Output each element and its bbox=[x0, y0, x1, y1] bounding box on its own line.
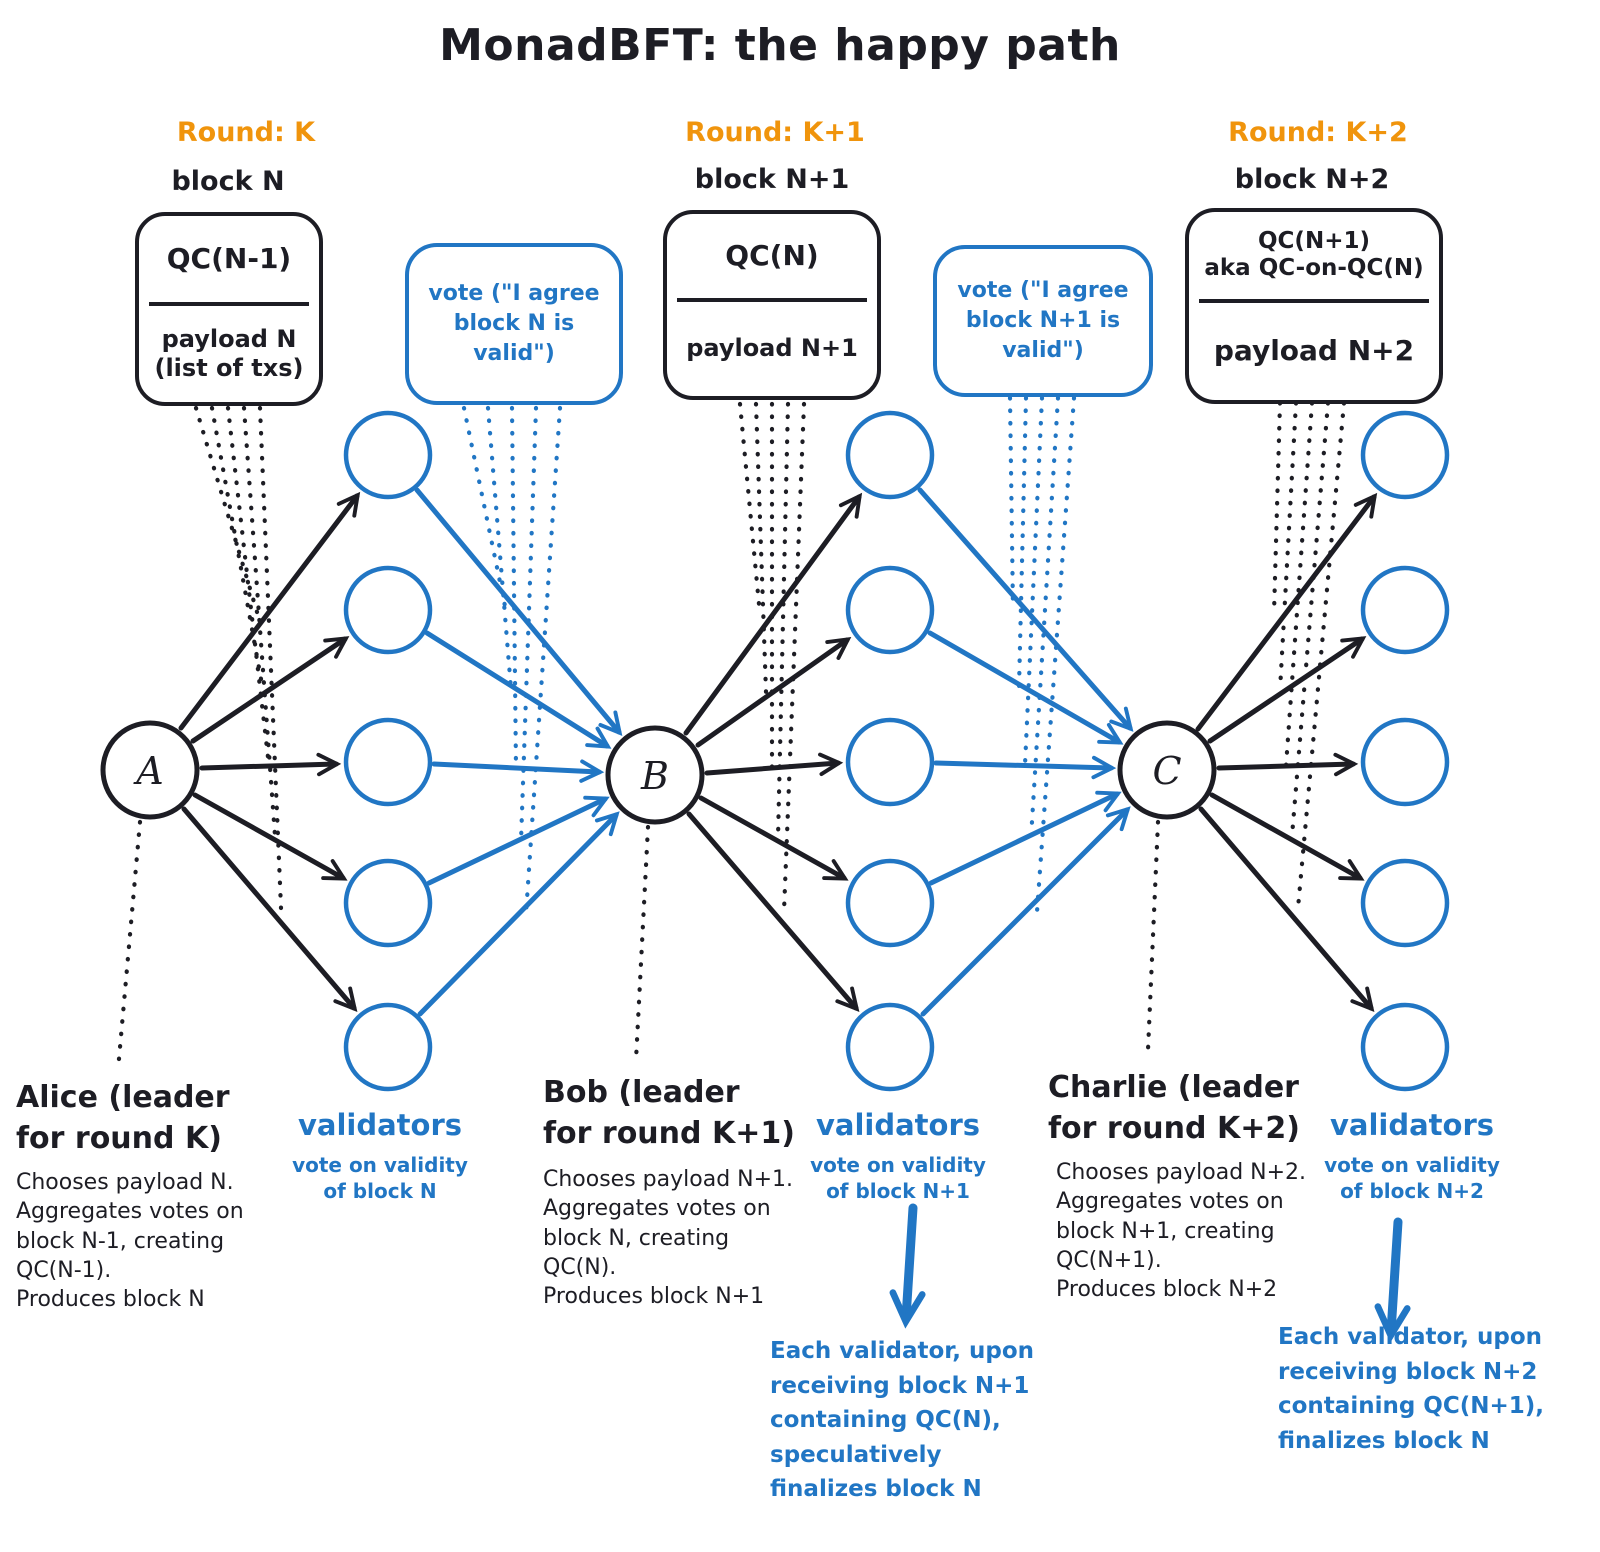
leader-a-circle bbox=[100, 720, 200, 820]
block-n1-title: block N+1 bbox=[694, 164, 850, 195]
leader-label-dotted-links bbox=[115, 819, 1161, 1073]
validators-column-1 bbox=[343, 410, 433, 1092]
validator-circle bbox=[845, 565, 935, 655]
round-k1-label: Round: K+1 bbox=[685, 117, 865, 148]
validators-label-3: validators bbox=[1329, 1108, 1495, 1142]
block-n-payload-line1: payload N bbox=[161, 324, 297, 353]
leader-a-letter: A bbox=[133, 749, 163, 793]
vote-n1-dotted-links bbox=[1007, 395, 1077, 915]
validators-column-3 bbox=[1360, 410, 1450, 1092]
leader-b-node: B bbox=[605, 725, 705, 825]
speculative-finalization-note: Each validator, upon receiving block N+1… bbox=[770, 1338, 1035, 1502]
block-n-title: block N bbox=[171, 166, 285, 197]
block-n-dotted-links bbox=[193, 405, 284, 911]
validator-circle bbox=[1360, 565, 1450, 655]
validator-circle bbox=[1360, 858, 1450, 948]
block-n1-broadcast-arrows bbox=[683, 492, 863, 1012]
validator-circle bbox=[1360, 717, 1450, 807]
alice-heading: Alice (leader for round K) bbox=[16, 1080, 230, 1156]
validators-label-1: validators bbox=[297, 1108, 463, 1142]
finalize-arrow bbox=[1391, 1217, 1398, 1332]
speculative-finalize-arrow bbox=[906, 1203, 913, 1318]
block-n-broadcast-arrows bbox=[178, 491, 361, 1012]
vote-bubble-n: vote ("I agree block N is valid") bbox=[405, 243, 623, 405]
finalization-note: Each validator, upon receiving block N+2… bbox=[1278, 1324, 1545, 1454]
validator-circle bbox=[1360, 1002, 1450, 1092]
round-k-label: Round: K bbox=[176, 117, 316, 148]
validator-circle bbox=[343, 858, 433, 948]
block-n-box: QC(N-1) payload N (list of txs) bbox=[135, 212, 323, 406]
block-n2-qc-line2: aka QC-on-QC(N) bbox=[1204, 255, 1424, 282]
vote-n-dotted-links bbox=[461, 405, 563, 917]
validator-circle bbox=[343, 1002, 433, 1092]
validator-circle bbox=[1360, 410, 1450, 500]
block-n1-payload: payload N+1 bbox=[667, 302, 877, 396]
leader-c-circle bbox=[1117, 720, 1217, 820]
validators-sub-2: vote on validity of block N+1 bbox=[810, 1153, 986, 1203]
bob-heading: Bob (leader for round K+1) bbox=[543, 1075, 795, 1151]
alice-description: Chooses payload N. Aggregates votes on b… bbox=[16, 1170, 244, 1312]
block-n2-title: block N+2 bbox=[1234, 164, 1390, 195]
validator-circle bbox=[845, 1002, 935, 1092]
validators-label-2: validators bbox=[815, 1108, 981, 1142]
block-n2-divider bbox=[1199, 298, 1429, 303]
charlie-description: Chooses payload N+2. Aggregates votes on… bbox=[1056, 1160, 1307, 1302]
leader-b-letter: B bbox=[640, 754, 669, 798]
validators-column-2 bbox=[845, 410, 935, 1092]
block-n1-box: QC(N) payload N+1 bbox=[663, 210, 881, 400]
block-n1-qc-line1: QC(N) bbox=[725, 239, 819, 273]
block-n-payload-line2: (list of txs) bbox=[154, 353, 304, 382]
validator-circle bbox=[845, 410, 935, 500]
validator-circle bbox=[343, 410, 433, 500]
block-n2-payload: payload N+2 bbox=[1189, 303, 1439, 400]
block-n-qc: QC(N-1) bbox=[139, 216, 319, 302]
bob-description: Chooses payload N+1. Aggregates votes on… bbox=[543, 1167, 794, 1309]
block-n1-divider bbox=[677, 297, 867, 302]
block-n2-qc: QC(N+1) aka QC-on-QC(N) bbox=[1189, 212, 1439, 299]
leader-c-node: C bbox=[1117, 720, 1217, 820]
block-n-payload: payload N (list of txs) bbox=[139, 306, 319, 402]
validators-sub-3: vote on validity of block N+2 bbox=[1324, 1153, 1500, 1203]
block-n1-qc: QC(N) bbox=[667, 214, 877, 298]
block-n1-payload-line1: payload N+1 bbox=[686, 334, 858, 363]
validator-circle bbox=[845, 717, 935, 807]
charlie-heading: Charlie (leader for round K+2) bbox=[1048, 1070, 1300, 1146]
block-n-qc-line1: QC(N-1) bbox=[166, 242, 292, 276]
leader-a-node: A bbox=[100, 720, 200, 820]
diagram-title: MonadBFT: the happy path bbox=[439, 20, 1121, 71]
validator-circle bbox=[343, 717, 433, 807]
validator-circle bbox=[343, 565, 433, 655]
votes-to-b-arrows bbox=[414, 487, 623, 1017]
votes-to-c-arrows bbox=[917, 487, 1134, 1017]
block-n2-broadcast-arrows bbox=[1195, 492, 1378, 1012]
block-n2-qc-line1: QC(N+1) bbox=[1258, 228, 1370, 255]
leader-c-letter: C bbox=[1152, 749, 1181, 793]
validators-sub-1: vote on validity of block N bbox=[292, 1153, 468, 1203]
vote-bubble-n1: vote ("I agree block N+1 is valid") bbox=[933, 245, 1153, 397]
block-n2-box: QC(N+1) aka QC-on-QC(N) payload N+2 bbox=[1185, 208, 1443, 404]
leader-b-circle bbox=[605, 725, 705, 825]
block-n-divider bbox=[149, 301, 309, 306]
block-n2-payload-line1: payload N+2 bbox=[1213, 334, 1415, 368]
round-k2-label: Round: K+2 bbox=[1228, 117, 1408, 148]
validator-circle bbox=[845, 858, 935, 948]
